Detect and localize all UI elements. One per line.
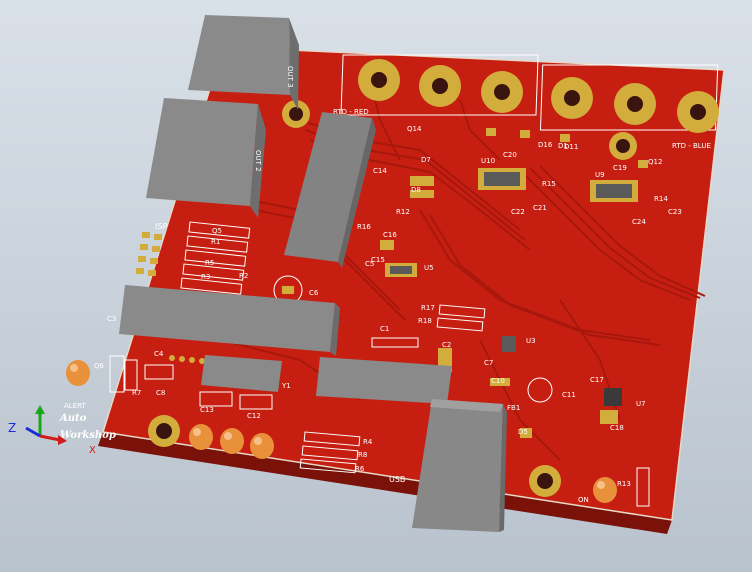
component-bodies: [119, 15, 507, 532]
ref-c21: C21: [533, 204, 547, 212]
ref-c23: C23: [668, 208, 682, 216]
out3-label: OUT 3: [286, 66, 294, 88]
ref-q14: Q14: [407, 125, 422, 133]
rtd-terminal-pads: [358, 59, 719, 133]
board-edge: [98, 432, 672, 534]
ref-c13: C13: [200, 406, 214, 414]
silkscreen-labels: ISP USB ALERT ON OUT 3 OUT 2 RTD - RED R…: [64, 66, 711, 504]
out2-label: OUT 2: [254, 150, 262, 172]
logo-line2: Workshop: [60, 430, 116, 441]
ref-r14: R14: [654, 195, 668, 203]
ref-c10: C10: [491, 377, 505, 385]
ref-d11: D11: [564, 143, 578, 151]
ref-d7: D7: [421, 156, 431, 164]
leds: [66, 360, 617, 503]
ref-d1: D1: [558, 142, 568, 150]
ref-r12: R12: [396, 208, 410, 216]
ref-c18: C18: [610, 424, 624, 432]
ref-r5: R5: [205, 259, 214, 267]
ref-c5: C5: [365, 260, 374, 268]
ref-r16: R16: [357, 223, 371, 231]
ref-c15: C15: [371, 256, 385, 264]
x-axis-head: [58, 435, 67, 445]
ref-r6: R6: [355, 465, 365, 473]
ref-u3: U3: [526, 337, 536, 345]
ref-c6: C6: [309, 289, 319, 297]
ref-d8: D8: [411, 186, 421, 194]
z-axis-arrow: [25, 426, 41, 438]
ref-r4: R4: [363, 438, 373, 446]
alert-label: ALERT: [64, 402, 86, 410]
ref-r2: R2: [239, 272, 248, 280]
axis-triad: Z X: [8, 405, 96, 456]
ref-r8: R8: [358, 451, 367, 459]
ref-c17: C17: [590, 376, 604, 384]
x-axis-arrow: [39, 434, 61, 442]
ref-c19: C19: [613, 164, 627, 172]
rtd-red-label: RTD - RED: [333, 108, 369, 116]
ref-c14: C14: [373, 167, 387, 175]
ref-c4: C4: [154, 350, 164, 358]
ref-d16: D16: [538, 141, 553, 149]
z-axis-label: Z: [8, 421, 16, 435]
isp-label: ISP: [155, 222, 167, 231]
ref-u7: U7: [636, 400, 646, 408]
ref-c1: C1: [380, 325, 389, 333]
ref-c2: C2: [442, 341, 451, 349]
ref-fb1: FB1: [507, 404, 520, 412]
ref-r17: R17: [421, 304, 435, 312]
x-axis-label: X: [89, 445, 96, 456]
y-axis-head: [35, 405, 45, 414]
ref-c7: C7: [484, 359, 493, 367]
ref-c8: C8: [156, 389, 165, 397]
on-label: ON: [578, 496, 589, 504]
usb-label: USB: [389, 475, 405, 484]
pin-headers: [136, 232, 205, 364]
rtd-blue-label: RTD - BLUE: [672, 142, 711, 150]
ref-u9: U9: [595, 171, 605, 179]
ref-u10: U10: [481, 157, 495, 165]
mounting-holes: [148, 100, 637, 497]
ref-r3: R3: [201, 273, 210, 281]
ref-r13: R13: [617, 480, 631, 488]
ref-c11: C11: [562, 391, 576, 399]
ref-r18: R18: [418, 317, 432, 325]
ref-d5: D5: [518, 428, 528, 436]
ref-r1: R1: [211, 238, 220, 246]
ref-c24: C24: [632, 218, 646, 226]
ref-r15: R15: [542, 180, 556, 188]
ref-c20: C20: [503, 151, 517, 159]
ref-q5: Q5: [212, 227, 222, 235]
ref-q12: Q12: [648, 158, 662, 166]
ref-c12: C12: [247, 412, 261, 420]
ref-c22: C22: [511, 208, 525, 216]
silk-outlines: [109, 54, 719, 507]
ref-q6: Q6: [94, 362, 105, 370]
smd-packages: [273, 128, 648, 438]
workshop-logo: Auto Workshop: [59, 413, 116, 441]
ref-u5: U5: [424, 264, 434, 272]
logo-line1: Auto: [59, 413, 87, 424]
ref-y1: Y1: [281, 382, 291, 390]
ref-c3: C3: [107, 315, 116, 323]
ref-c16: C16: [383, 231, 397, 239]
ref-r7: R7: [132, 389, 141, 397]
